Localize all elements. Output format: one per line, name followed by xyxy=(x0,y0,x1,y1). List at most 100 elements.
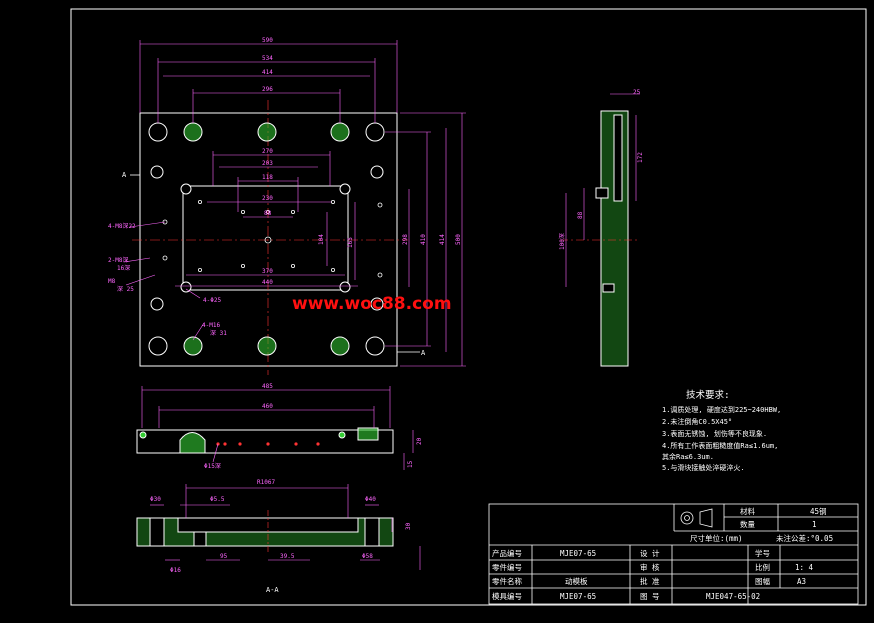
dim-text: Φ16 xyxy=(170,567,181,574)
material-label: 材料 xyxy=(740,506,755,516)
dim-text: 534 xyxy=(262,55,273,62)
tech-req-item: 1.调质处理, 硬度达到225~240HBW, xyxy=(662,405,781,414)
row-role: 图 号 xyxy=(640,592,660,601)
dimension-lines-top xyxy=(139,40,398,287)
return-pin-hole xyxy=(183,336,203,356)
tolerance-text: 未注公差:°0.05 xyxy=(776,533,833,543)
hole-pattern xyxy=(162,199,383,278)
dim-text: 203 xyxy=(262,160,273,167)
tech-req-title: 技术要求: xyxy=(686,389,730,401)
dim-text: 485 xyxy=(262,383,273,390)
dim-text: Φ40 xyxy=(365,496,376,503)
pocket-corner xyxy=(180,183,192,195)
callout-text: Φ15深 xyxy=(204,462,221,470)
guide-hole xyxy=(365,122,385,142)
small-hole xyxy=(290,263,295,268)
dim-text: 460 xyxy=(262,403,273,410)
dimension-lines-right xyxy=(326,112,466,367)
row-value: 动模板 xyxy=(565,576,588,586)
guide-hole xyxy=(365,336,385,356)
row-key: 比例 xyxy=(755,562,770,572)
row-key: 图幅 xyxy=(755,576,770,586)
title-block-texts: 材料 45钢 数量 1 尺寸单位:(mm) 未注公差:°0.05 产品编号 MJ… xyxy=(492,506,833,601)
row-label: 模具编号 xyxy=(492,591,522,601)
dim-text: 165 xyxy=(347,237,354,248)
tech-req-item: 5.与滑块接触处淬硬淬火. xyxy=(662,463,745,472)
side-pocket xyxy=(613,114,623,202)
dim-text: 30 xyxy=(405,522,412,530)
dim-text: 414 xyxy=(262,69,273,76)
callout-text: 深 25 xyxy=(117,285,134,293)
drawing-frame xyxy=(70,8,867,606)
dim-text: 95 xyxy=(220,553,228,560)
dim-text: 440 xyxy=(262,279,273,286)
dim-text: 15 xyxy=(407,460,414,468)
side-view-dims xyxy=(565,93,640,287)
material-value: 45钢 xyxy=(810,506,827,516)
dim-text: 88 xyxy=(577,211,584,219)
callout-text: 16深 xyxy=(117,264,130,272)
row-val: 1: 4 xyxy=(795,563,814,572)
dim-text: 270 xyxy=(262,148,273,155)
dim-text: R1067 xyxy=(257,479,275,486)
row-label: 零件名称 xyxy=(492,576,522,586)
small-hole xyxy=(197,267,202,272)
row-role: 批 准 xyxy=(640,576,660,586)
inner-pocket xyxy=(182,185,349,291)
guide-hole xyxy=(148,122,168,142)
callout-text: 4-M8深22 xyxy=(108,222,136,230)
watermark: www.woc88.com xyxy=(292,294,452,314)
callout-text: M8 xyxy=(108,278,116,285)
row-value: MJE07-65 xyxy=(560,549,596,558)
return-pin-hole xyxy=(257,122,277,142)
section-hole xyxy=(193,531,207,547)
dim-text: 296 xyxy=(262,86,273,93)
front-hole xyxy=(338,431,346,439)
return-pin-hole xyxy=(330,122,350,142)
dim-text: 104 xyxy=(318,234,325,245)
side-notch xyxy=(602,283,615,293)
dim-text: 100深 xyxy=(558,233,566,250)
row-value: MJE07-65 xyxy=(560,592,596,601)
front-small-holes xyxy=(216,442,320,446)
projection-symbol xyxy=(699,508,713,528)
return-pin-hole xyxy=(183,122,203,142)
return-pin-hole xyxy=(330,336,350,356)
tech-req-item: 4.所有工作表面粗糙度值Ra≤1.6um, xyxy=(662,441,778,450)
small-hole xyxy=(290,209,295,214)
return-pin-hole xyxy=(257,336,277,356)
pocket-corner xyxy=(339,183,351,195)
front-hole xyxy=(139,431,147,439)
callout-text: 4-Φ25 xyxy=(203,297,221,304)
row-role: 审 核 xyxy=(640,562,660,572)
dim-text: 370 xyxy=(262,268,273,275)
row-val: A3 xyxy=(797,577,806,586)
technical-requirements: 技术要求: 1.调质处理, 硬度达到225~240HBW, 2.未注倒角C0.5… xyxy=(662,389,781,472)
small-hole xyxy=(240,209,245,214)
section-view-dims xyxy=(150,484,421,570)
front-view-dims xyxy=(141,386,414,470)
row-role: 设 计 xyxy=(640,548,660,558)
title-block xyxy=(488,503,859,605)
small-hole xyxy=(240,263,245,268)
section-hole xyxy=(364,517,380,547)
small-hole xyxy=(377,272,383,278)
small-hole xyxy=(162,255,168,261)
row-key: 学号 xyxy=(755,548,770,558)
small-hole xyxy=(377,202,383,208)
dim-text: 172 xyxy=(637,152,644,163)
side-hole xyxy=(595,187,609,199)
dim-text: 590 xyxy=(262,37,273,44)
pocket-corner xyxy=(180,281,192,293)
section-marker: A xyxy=(122,171,127,179)
dim-text: 298 xyxy=(402,234,409,245)
section-hole xyxy=(149,517,165,547)
quantity-label: 数量 xyxy=(740,519,755,529)
plan-view-dim-texts: 590 534 414 296 270 203 118 230 88 370 4… xyxy=(262,37,462,286)
projection-symbol xyxy=(680,511,694,525)
unit-text: 尺寸单位:(mm) xyxy=(690,533,743,543)
plate-outline xyxy=(139,112,398,367)
plan-view-callouts xyxy=(123,221,205,341)
section-marker: A xyxy=(421,349,426,357)
